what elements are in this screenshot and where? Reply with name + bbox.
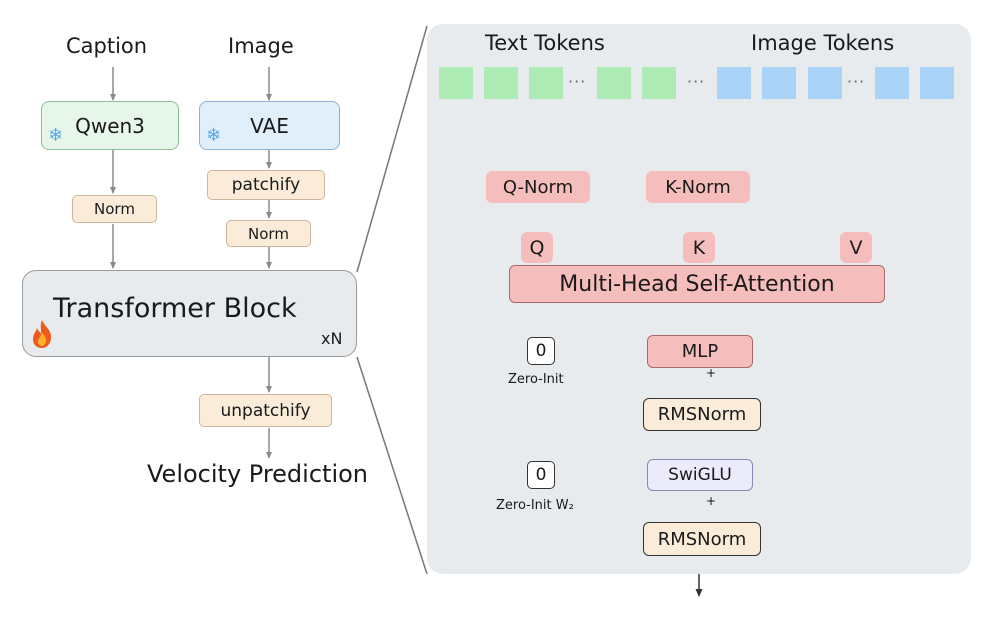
transformer-block-label: Transformer Block (53, 293, 297, 324)
text-token (597, 67, 631, 99)
k-box: K (683, 232, 715, 263)
text-token (642, 67, 676, 99)
zoom-line-top (356, 25, 428, 273)
q-box: Q (521, 232, 553, 263)
patchify-label: patchify (231, 175, 301, 195)
zero-init-label: Zero-Init (508, 372, 564, 387)
norm-left-box: Norm (72, 195, 157, 223)
text-token-ellipsis: ··· (568, 72, 587, 91)
unpatchify-label: unpatchify (220, 400, 311, 421)
velocity-prediction-label: Velocity Prediction (147, 460, 369, 488)
zero-label-2: 0 (535, 465, 547, 485)
image-tokens-label: Image Tokens (751, 31, 895, 55)
zero-init-w2-label: Zero-Init W₂ (496, 498, 574, 513)
q-norm-label: Q-Norm (502, 176, 574, 198)
k-norm-label: K-Norm (665, 176, 731, 198)
norm-right-label: Norm (248, 224, 289, 243)
rmsnorm-output-box: RMSNorm (643, 522, 761, 556)
norm-left-label: Norm (94, 200, 135, 218)
norm-right-box: Norm (226, 220, 311, 247)
vae-label: VAE (250, 113, 289, 138)
image-label: Image (228, 34, 294, 58)
flame-icon (33, 320, 52, 348)
rmsnorm-label: RMSNorm (657, 404, 747, 425)
mlp-box: MLP (647, 335, 753, 368)
text-tokens-label: Text Tokens (485, 31, 605, 55)
zoom-line-bottom (356, 356, 428, 575)
transformer-block-box: Transformer Block xN (22, 270, 357, 357)
image-token (920, 67, 954, 99)
mlp-label: MLP (681, 341, 719, 362)
image-token (717, 67, 751, 99)
patchify-box: patchify (207, 170, 325, 200)
snowflake-icon: ❄ (48, 125, 64, 146)
text-token (529, 67, 563, 99)
mhsa-label: Multi-Head Self-Attention (559, 271, 835, 297)
unpatchify-box: unpatchify (199, 394, 332, 427)
k-norm-box: K-Norm (646, 171, 750, 203)
v-box: V (840, 232, 872, 263)
image-token (875, 67, 909, 99)
rmsnorm-box: RMSNorm (643, 398, 761, 431)
rmsnorm-output-label: RMSNorm (657, 528, 747, 550)
zero-label: 0 (535, 341, 547, 361)
token-ellipsis: ··· (687, 72, 706, 91)
swiglu-box: SwiGLU (647, 459, 753, 491)
zero-init-box: 0 (527, 337, 555, 365)
qwen3-label: Qwen3 (75, 113, 145, 138)
qwen3-encoder-box: ❄ Qwen3 (41, 101, 179, 150)
caption-label: Caption (66, 34, 148, 58)
k-label: K (692, 236, 706, 259)
text-token (484, 67, 518, 99)
residual-plus-1: + (706, 366, 717, 380)
v-label: V (849, 236, 863, 259)
image-token (762, 67, 796, 99)
repeat-label: xN (321, 329, 343, 348)
text-token (439, 67, 473, 99)
q-norm-box: Q-Norm (486, 171, 590, 203)
vae-encoder-box: ❄ VAE (199, 101, 340, 150)
residual-plus-2: + (706, 494, 717, 508)
q-label: Q (529, 236, 545, 259)
zero-init-w2-box: 0 (527, 461, 555, 489)
snowflake-icon: ❄ (206, 125, 222, 146)
multi-head-self-attention-box: Multi-Head Self-Attention (509, 265, 885, 303)
swiglu-label: SwiGLU (668, 465, 732, 485)
image-token (808, 67, 842, 99)
image-token-ellipsis: ··· (847, 72, 866, 91)
